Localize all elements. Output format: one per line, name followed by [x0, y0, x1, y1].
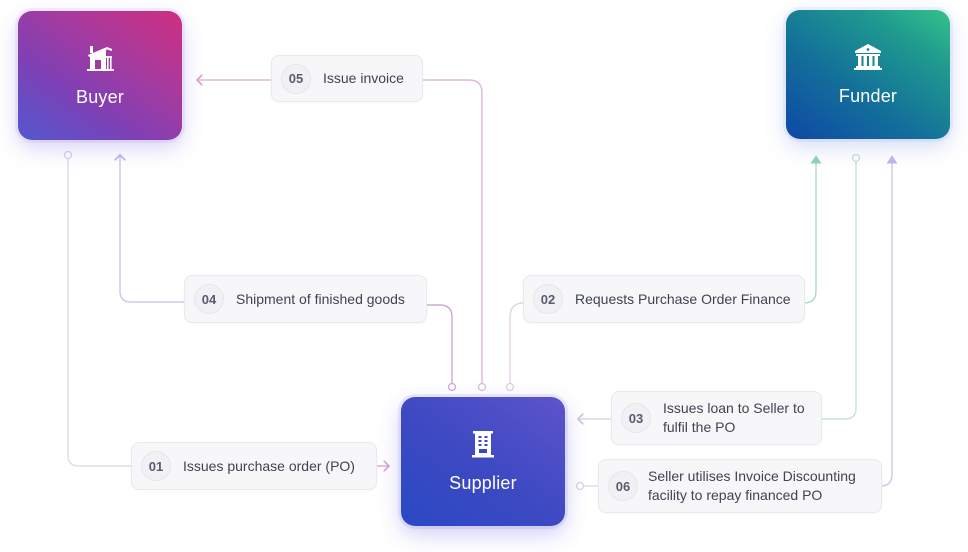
buyer-label: Buyer: [75, 87, 125, 107]
step-number-badge: 06: [608, 471, 638, 501]
step-number-badge: 02: [533, 284, 563, 314]
bank-icon: [852, 42, 884, 72]
step-label: Requests Purchase Order Finance: [575, 290, 791, 307]
connector-03: [578, 153, 861, 420]
connector-06: [575, 155, 898, 491]
step-04-shipment[interactable]: 04 Shipment of finished goods: [184, 275, 427, 323]
step-label: Issues purchase order (PO): [183, 457, 355, 474]
connector-01: [63, 150, 390, 467]
building-icon: [467, 429, 499, 459]
supplier-node[interactable]: Supplier: [401, 397, 565, 526]
step-label-line1: Seller utilises Invoice Discounting: [648, 468, 856, 484]
step-label: Issue invoice: [323, 70, 404, 86]
connector-04: [120, 155, 457, 392]
step-label: Seller utilises Invoice Discounting faci…: [648, 467, 856, 505]
funder-label: Funder: [838, 86, 898, 106]
step-05-issue-invoice[interactable]: 05 Issue invoice: [271, 55, 423, 102]
step-number-badge: 03: [621, 403, 651, 433]
step-label-line2: fulfil the PO: [663, 419, 736, 435]
step-02-request-po-finance[interactable]: 02 Requests Purchase Order Finance: [523, 275, 805, 323]
connector-02: [505, 155, 822, 392]
house-icon: [84, 43, 116, 73]
step-number-badge: 05: [281, 63, 311, 94]
connector-05: [197, 80, 487, 392]
step-label-line2: facility to repay financed PO: [648, 487, 823, 503]
step-number-badge: 04: [194, 284, 224, 314]
step-06-invoice-discounting[interactable]: 06 Seller utilises Invoice Discounting f…: [598, 459, 882, 513]
step-label: Issues loan to Seller to fulfil the PO: [663, 399, 805, 437]
step-01-issue-po[interactable]: 01 Issues purchase order (PO): [131, 442, 377, 490]
step-label: Shipment of finished goods: [236, 290, 405, 307]
step-03-issue-loan[interactable]: 03 Issues loan to Seller to fulfil the P…: [611, 391, 822, 445]
step-number-badge: 01: [141, 451, 171, 481]
supplier-label: Supplier: [449, 473, 517, 493]
funder-node[interactable]: Funder: [786, 10, 950, 139]
step-label-line1: Issues loan to Seller to: [663, 400, 805, 416]
buyer-node[interactable]: Buyer: [18, 11, 182, 140]
